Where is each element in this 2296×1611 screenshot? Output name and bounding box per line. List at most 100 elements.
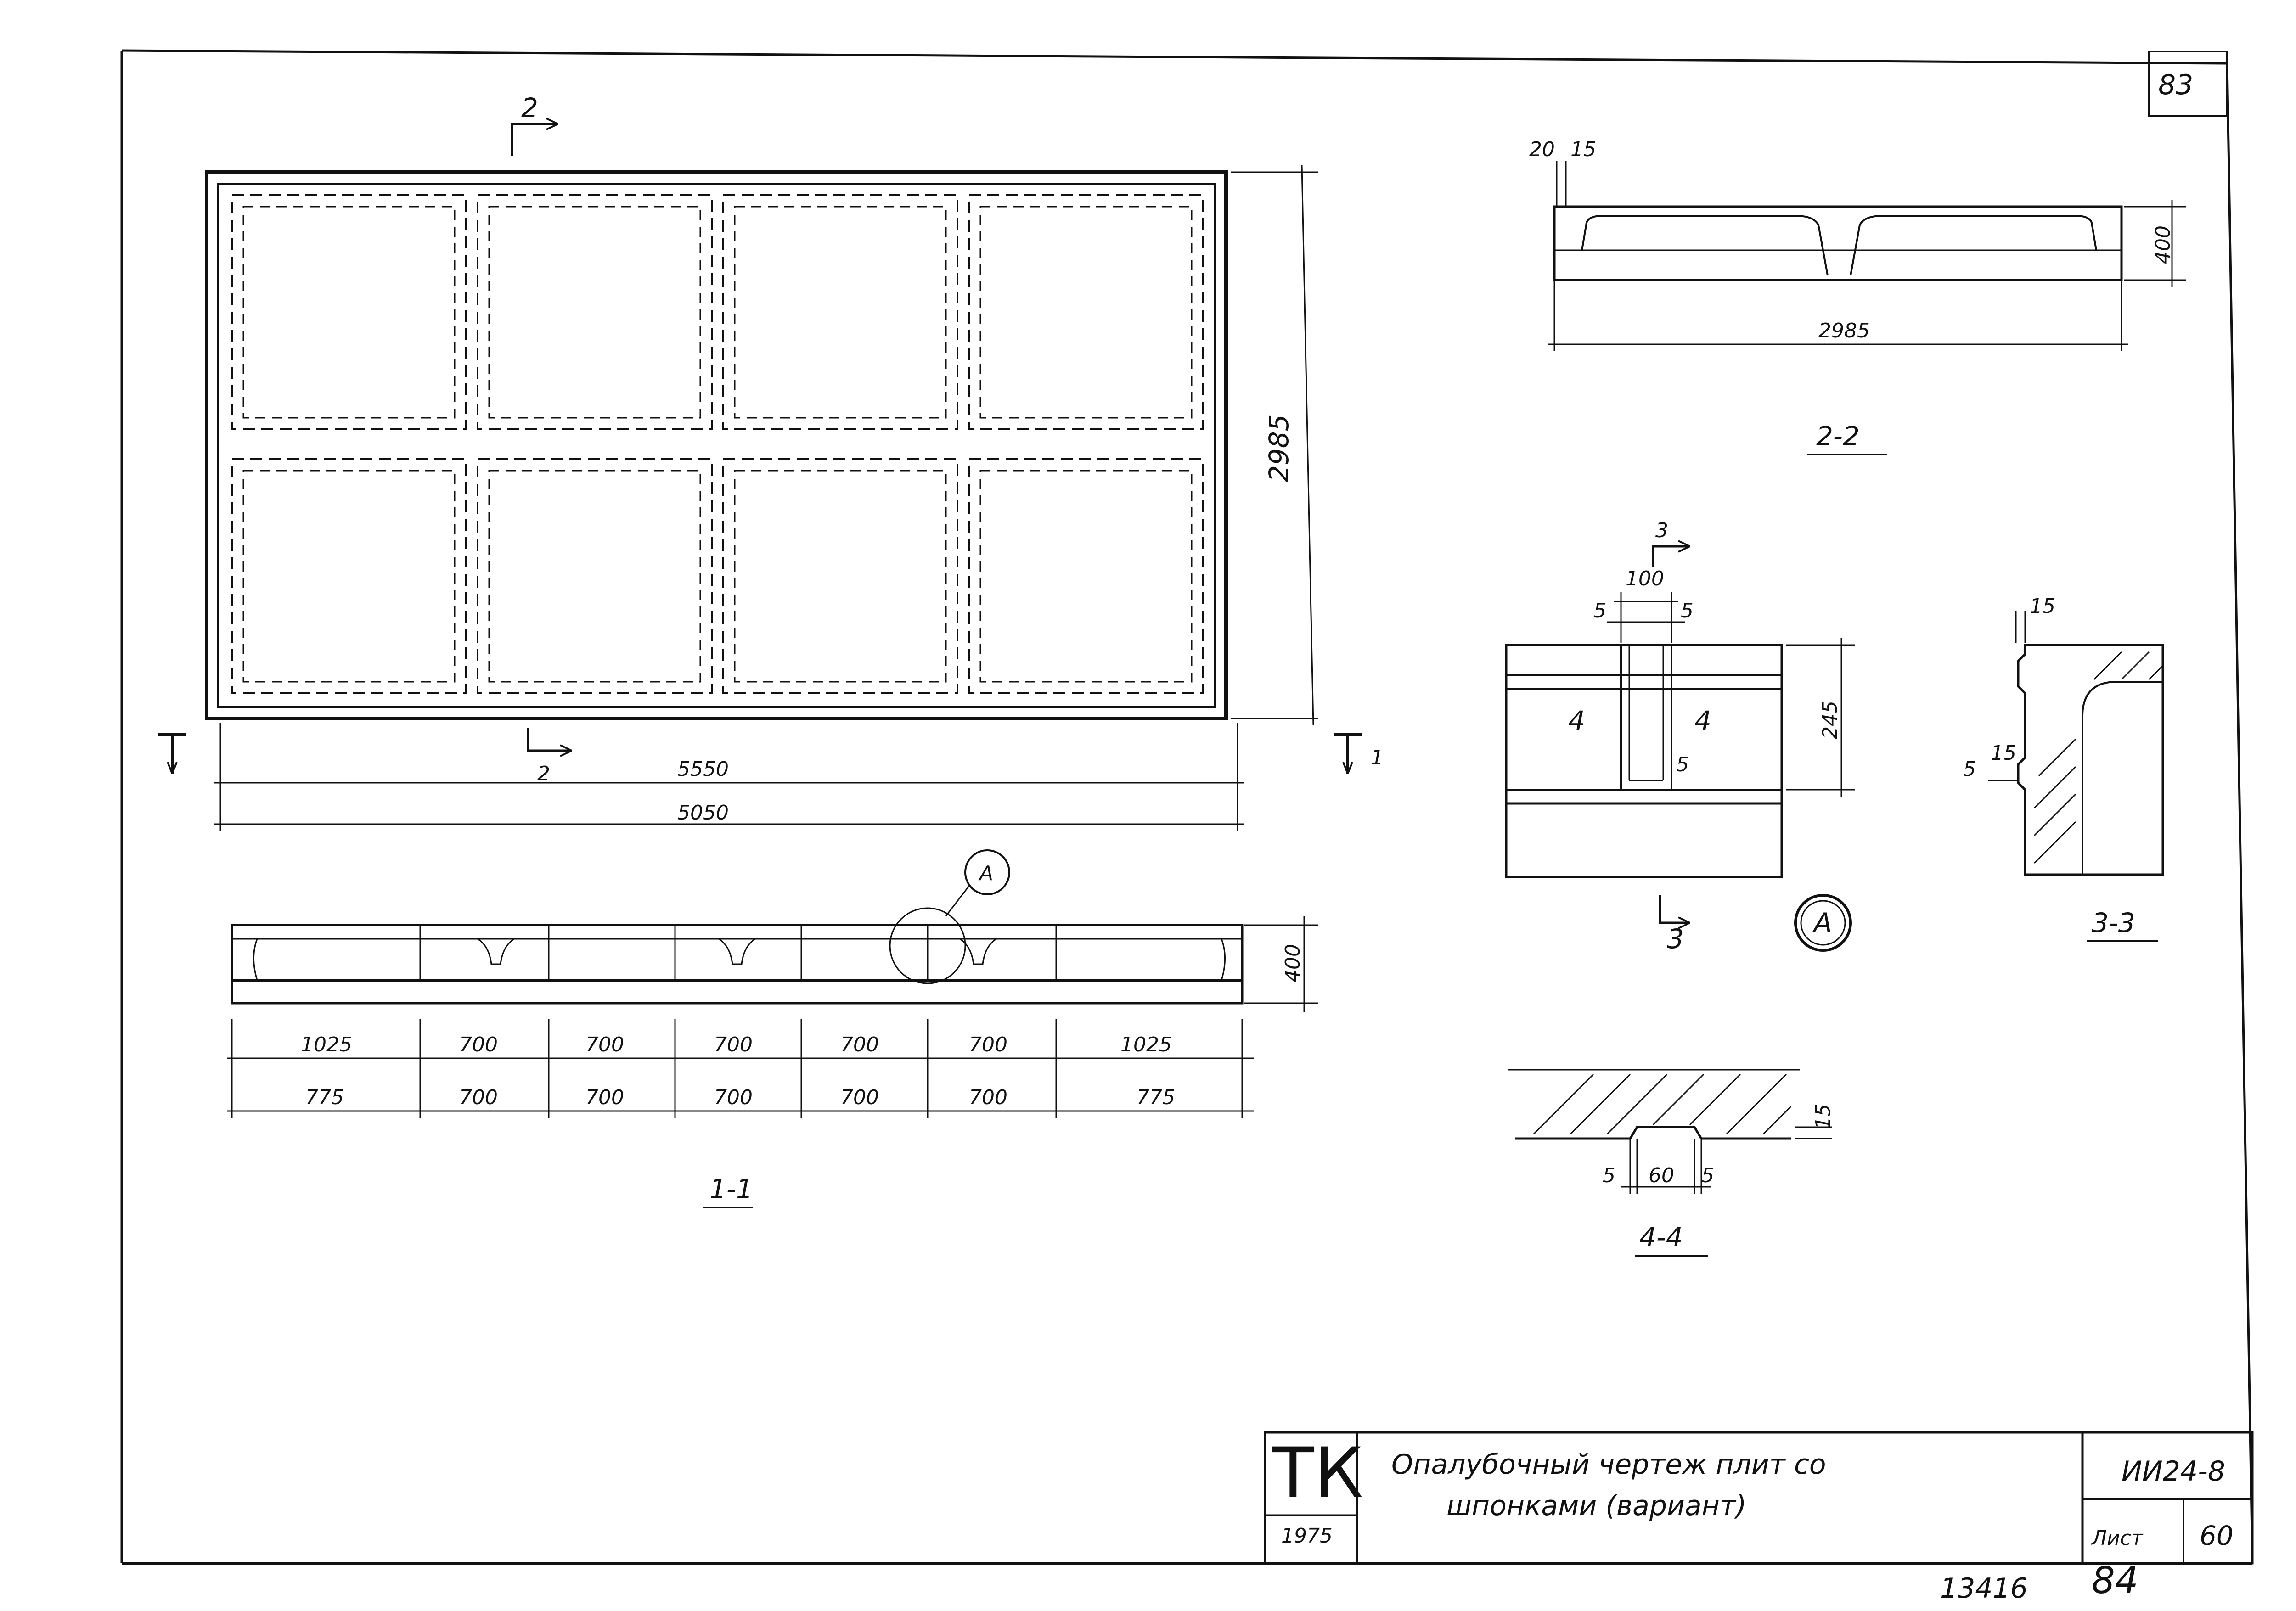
section-mark-label: 3	[1655, 519, 1668, 542]
dim-bottom-label: 775	[305, 1086, 344, 1109]
dim-label: 15	[1812, 1104, 1835, 1129]
dim-label: 5	[1593, 599, 1606, 623]
title-block-code: ИИ24-8	[2122, 1455, 2225, 1488]
plan-cell	[231, 458, 467, 694]
dim-label: 15	[1570, 138, 1596, 161]
plan-cell-inner	[488, 470, 701, 683]
dim-label: 20	[1529, 138, 1555, 161]
page-number: 84	[2092, 1559, 2138, 1602]
plan-cell-inner	[734, 470, 947, 683]
title-block-title-line2: шпонками (вариант)	[1446, 1490, 1746, 1522]
section-mark-3-top	[1652, 545, 1690, 567]
dim-label: 100	[1626, 567, 1664, 590]
key-label: 4	[1568, 705, 1585, 736]
title-block-org: ТК	[1272, 1433, 1363, 1513]
sheet-frame	[120, 49, 2254, 1565]
detail-callout-label: A	[1812, 907, 1832, 938]
detail-a-label-circle	[1794, 894, 1852, 952]
key-label: 4	[1694, 705, 1711, 736]
plan-cell	[722, 458, 958, 694]
section-title: 1-1	[709, 1173, 753, 1205]
section-1-1-body	[231, 924, 1244, 1005]
detail-callout-label: A	[978, 862, 993, 885]
plan-cell-inner	[242, 206, 456, 419]
cut-mark-label: 1	[1371, 746, 1384, 769]
plan-cell-inner	[979, 470, 1193, 683]
plan-cell	[722, 194, 958, 430]
dim-bottom-label: 700	[969, 1086, 1007, 1109]
title-block	[1264, 1431, 2254, 1565]
plan-cell	[968, 458, 1204, 694]
section-mark-2-top	[511, 123, 558, 156]
detail-a	[1505, 540, 1855, 952]
section-mark-label: 2	[537, 762, 550, 786]
plan-cell	[231, 194, 467, 430]
section-2-2-outline	[1553, 205, 2123, 281]
dim-height-label: 245	[1818, 701, 1842, 739]
corner-number: 83	[2158, 69, 2193, 101]
plan-cell-inner	[242, 470, 456, 683]
section-mark-2-bottom	[527, 728, 572, 752]
hatch	[2033, 651, 2164, 864]
section-mark-label: 2	[521, 92, 538, 123]
dim-bottom-label: 775	[1137, 1086, 1175, 1109]
rib-notch	[477, 938, 515, 965]
dim-length-label: 2985	[1818, 319, 1870, 342]
plan-cell-inner	[488, 206, 701, 419]
plan-cell-inner	[979, 206, 1193, 419]
dim-height-label: 2985	[1263, 414, 1294, 482]
dim-label: 5	[1681, 599, 1694, 623]
section-title: 2-2	[1816, 421, 1860, 452]
corner-number-box	[2148, 51, 2228, 117]
plan-cell-inner	[734, 206, 947, 419]
detail-a-ring	[889, 907, 966, 984]
cut-mark-left	[158, 733, 186, 774]
dim-top-label: 1025	[301, 1033, 352, 1056]
plan-cell	[968, 194, 1204, 430]
title-block-sheet-no: 60	[2200, 1520, 2234, 1551]
rib-notch	[959, 938, 997, 965]
dim-top-label: 700	[714, 1033, 753, 1056]
dim-bottom-label: 700	[714, 1086, 753, 1109]
plan-inner-outline	[217, 183, 1216, 708]
dim-height-label: 400	[2151, 225, 2175, 264]
dim-inner-length-label: 5550	[677, 758, 729, 781]
dim-top-label: 700	[585, 1033, 624, 1056]
section-1-1	[227, 849, 1318, 1208]
section-title: 3-3	[2092, 907, 2135, 938]
section-4-4	[1508, 1069, 1832, 1257]
plan-cell	[477, 194, 713, 430]
section-4-4-profile	[1515, 1126, 1791, 1140]
detail-a-body	[1505, 644, 1783, 878]
title-block-frame	[1264, 1431, 2254, 1565]
section-mark-3-bottom	[1659, 895, 1690, 924]
dim-top-label: 1025	[1120, 1033, 1172, 1056]
cut-mark-right	[1334, 733, 1362, 774]
dim-label: 15	[2030, 595, 2055, 618]
section-2-2	[1548, 161, 2186, 455]
plan-view	[158, 118, 1362, 831]
dim-top-label: 700	[459, 1033, 498, 1056]
dim-top-label: 700	[969, 1033, 1007, 1056]
dim-label: 5	[1701, 1164, 1714, 1187]
dim-label: 5	[1676, 753, 1689, 776]
detail-a-key-slot	[1620, 644, 1672, 791]
section-3-3-profile	[2017, 644, 2164, 876]
rib-notch	[718, 938, 756, 965]
section-mark-label: 3	[1667, 923, 1684, 954]
title-block-year: 1975	[1281, 1524, 1333, 1548]
section-title: 4-4	[1639, 1222, 1683, 1253]
plan-cell	[477, 458, 713, 694]
dim-bottom-label: 700	[459, 1086, 498, 1109]
dim-height-label: 400	[1281, 944, 1305, 982]
dim-bottom-label: 700	[585, 1086, 624, 1109]
title-block-sheet-label: Лист	[2091, 1527, 2144, 1550]
dim-label: 15	[1991, 741, 2016, 765]
dim-bottom-label: 700	[840, 1086, 879, 1109]
dim-total-length-label: 5050	[677, 801, 729, 825]
key-recess	[1629, 1139, 1702, 1194]
dim-line-height	[1301, 165, 1314, 726]
dim-label: 5	[1603, 1164, 1615, 1187]
dim-label: 5	[1963, 758, 1976, 781]
